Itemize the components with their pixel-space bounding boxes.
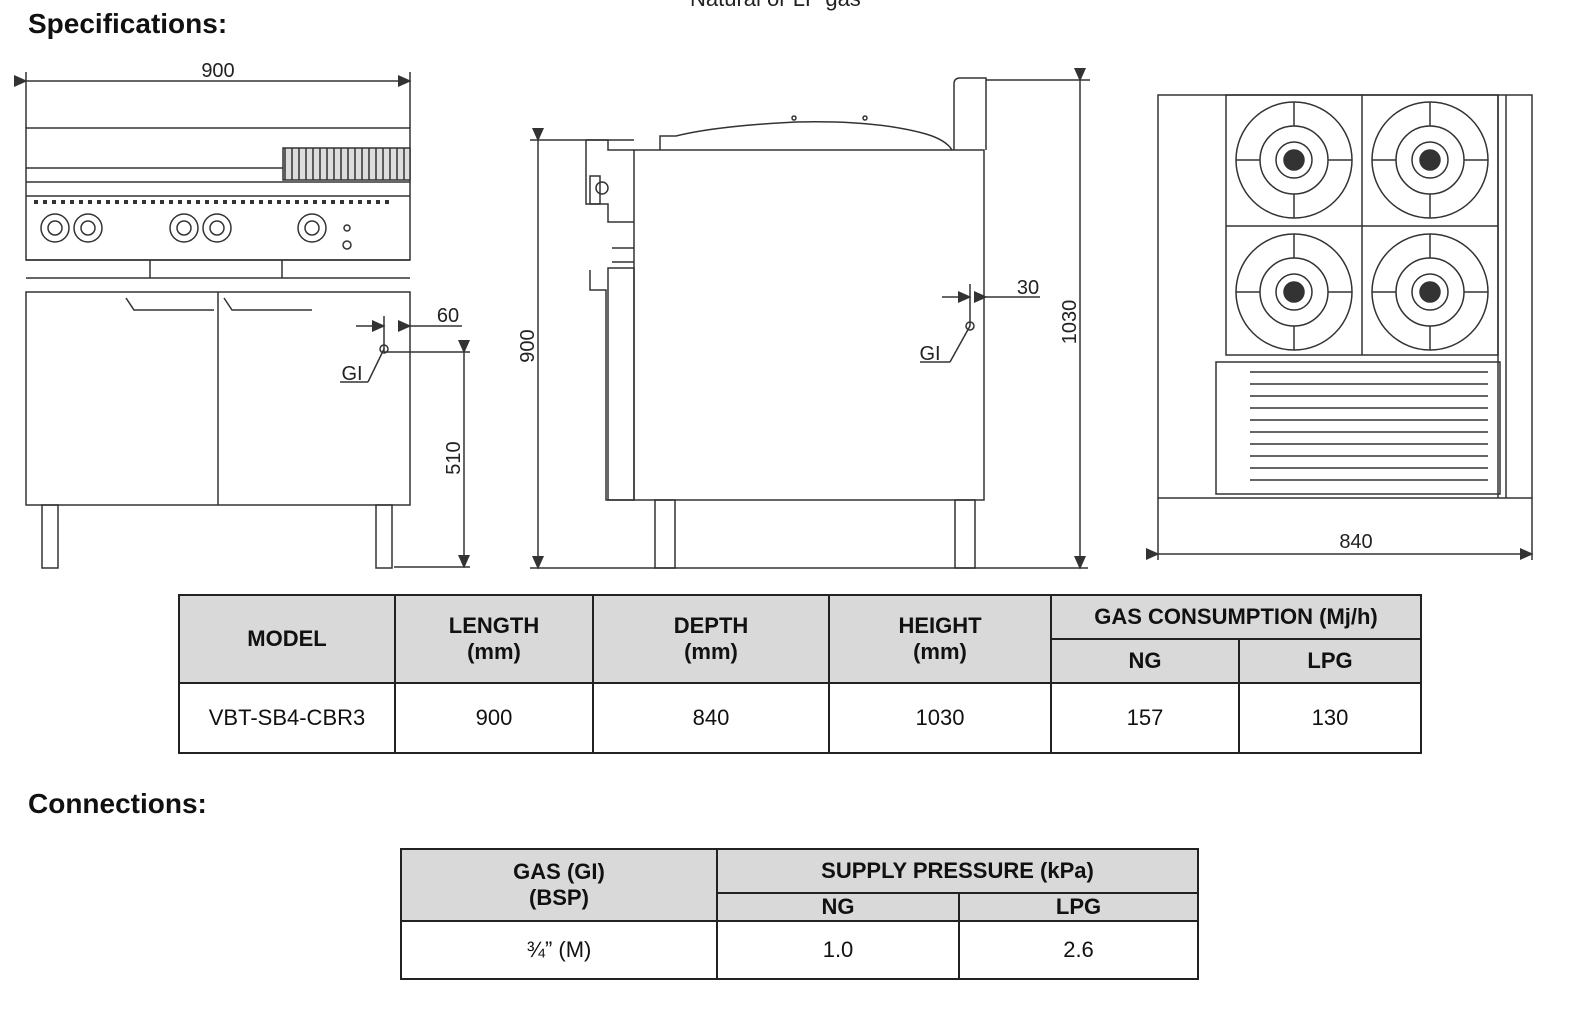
header-lpg: LPG	[1238, 638, 1422, 684]
header-depth: DEPTH (mm)	[592, 594, 830, 684]
cell-lpg: 2.6	[958, 920, 1199, 980]
top-text-fragment: Natural or LP gas	[690, 0, 861, 12]
cell-ng: 157	[1050, 682, 1240, 754]
dim-side-total-height: 1030	[1059, 300, 1081, 345]
dim-front-width: 900	[201, 60, 234, 82]
dim-side-gas-offset: 30	[1017, 277, 1039, 299]
dim-top-depth: 840	[1339, 531, 1372, 553]
header-length: LENGTH (mm)	[394, 594, 594, 684]
cell-height: 1030	[828, 682, 1052, 754]
cell-ng: 1.0	[716, 920, 960, 980]
header-gas-gi: GAS (GI) (BSP)	[400, 848, 718, 922]
dim-side-height: 900	[517, 329, 539, 362]
front-gas-inlet-label: GI	[341, 363, 362, 385]
cell-length: 900	[394, 682, 594, 754]
header-model: MODEL	[178, 594, 396, 684]
header-ng: NG	[1050, 638, 1240, 684]
header-gas-consumption: GAS CONSUMPTION (Mj/h)	[1050, 594, 1422, 640]
top-view-drawing	[1146, 94, 1534, 560]
header-lpg: LPG	[958, 892, 1199, 922]
cell-gas-size: ¾” (M)	[400, 920, 718, 980]
connections-heading: Connections:	[28, 788, 207, 819]
front-view-drawing	[14, 72, 470, 569]
technical-drawings: 900 60 510 GI 900 1030 30 GI 840	[14, 60, 1534, 570]
cell-model: VBT-SB4-CBR3	[178, 682, 396, 754]
dim-front-gas-height: 510	[443, 441, 465, 474]
header-ng: NG	[716, 892, 960, 922]
table-row: VBT-SB4-CBR3 900 840 1030 157 130	[178, 682, 1422, 754]
side-view-drawing	[530, 68, 1090, 570]
header-height: HEIGHT (mm)	[828, 594, 1052, 684]
specifications-table: MODEL LENGTH (mm) DEPTH (mm) HEIGHT (mm)…	[178, 594, 1422, 754]
header-supply-pressure: SUPPLY PRESSURE (kPa)	[716, 848, 1199, 894]
connections-table: GAS (GI) (BSP) SUPPLY PRESSURE (kPa) NG …	[400, 848, 1199, 980]
specifications-heading: Specifications:	[28, 8, 228, 39]
table-row: ¾” (M) 1.0 2.6	[400, 920, 1199, 980]
cell-lpg: 130	[1238, 682, 1422, 754]
dim-front-gas-offset: 60	[437, 305, 459, 327]
side-gas-inlet-label: GI	[919, 343, 940, 365]
cell-depth: 840	[592, 682, 830, 754]
